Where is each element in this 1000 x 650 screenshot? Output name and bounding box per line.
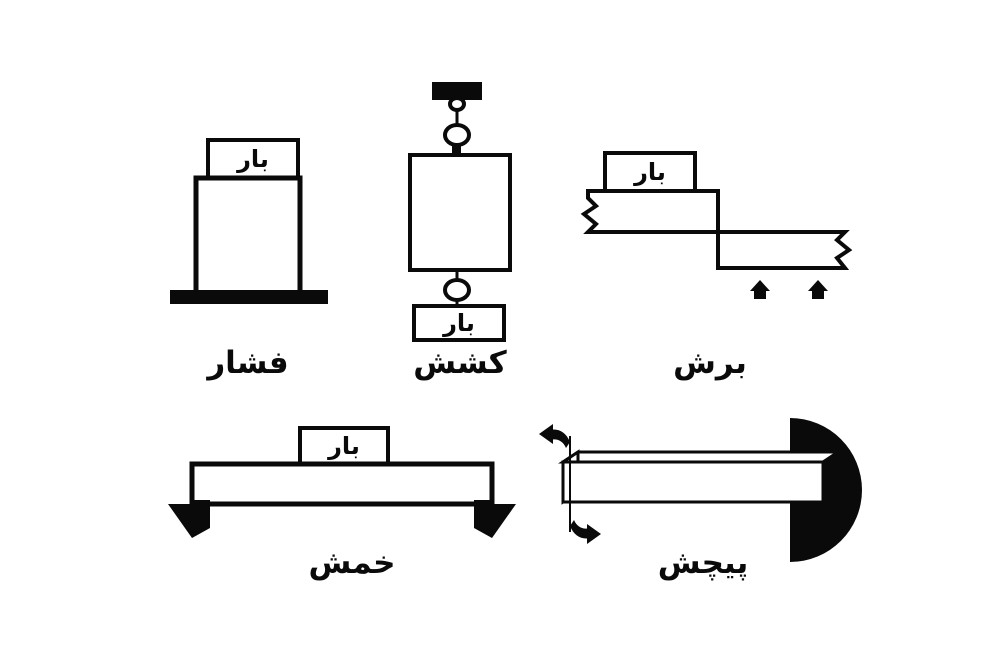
- caption-tension: کشش: [413, 345, 507, 381]
- bending-left-down-arrow: [168, 504, 192, 538]
- bending-beam: [189, 461, 495, 507]
- bending-load-block: [298, 426, 390, 466]
- compression-load-block: [206, 138, 300, 180]
- figure-tension: [408, 82, 512, 342]
- tension-ceiling-mount: [432, 82, 482, 100]
- torsion-torque-arrowhead-top: [539, 424, 553, 444]
- torsion-torque-arrow-bottom: [570, 520, 590, 539]
- bending-right-arrow-stem: [474, 500, 492, 538]
- shear-reaction-arrow-2: [808, 280, 828, 299]
- tension-upper-ring: [443, 123, 471, 147]
- torsion-torque-arrow-top: [550, 429, 570, 448]
- shear-reaction-arrow-1: [750, 280, 770, 299]
- shear-lower-bar: [716, 230, 853, 270]
- figure-bending: [168, 426, 516, 538]
- caption-shear: برش: [673, 345, 747, 381]
- tension-load-box: [412, 304, 506, 342]
- bending-left-arrow-stem: [192, 500, 210, 538]
- tension-lower-ring: [443, 278, 471, 302]
- caption-compression: فشار: [207, 345, 289, 381]
- caption-torsion: پیچش: [657, 545, 749, 581]
- caption-bending: خمش: [308, 545, 396, 581]
- torsion-bar-front-face: [561, 460, 825, 504]
- bending-right-down-arrow: [492, 504, 516, 538]
- tension-specimen-block: [408, 153, 512, 272]
- compression-base-plate: [170, 290, 328, 304]
- figure-compression: [170, 138, 328, 304]
- shear-load-block: [603, 151, 697, 193]
- shear-upper-bar: [580, 189, 720, 234]
- figure-torsion: [539, 418, 862, 562]
- figure-shear: [580, 151, 853, 299]
- torsion-torque-arrowhead-bottom: [587, 524, 601, 544]
- compression-column: [193, 175, 303, 299]
